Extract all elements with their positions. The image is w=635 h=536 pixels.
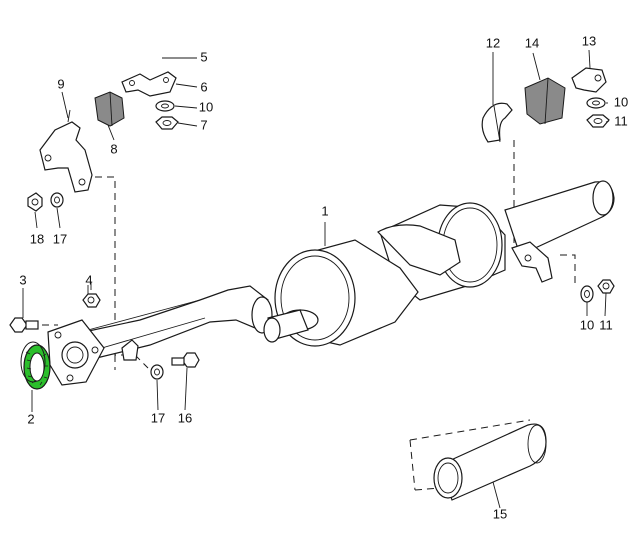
washer-part-17-upper (50, 192, 64, 208)
washer-part-10-right-lower (580, 285, 594, 303)
clamp-plate-part-6 (121, 71, 177, 97)
callout-3: 3 (19, 272, 26, 287)
callout-12: 12 (486, 35, 500, 50)
u-bolt-part-5 (128, 26, 162, 75)
nut-part-11-top (586, 114, 610, 128)
muffler-hanger-bracket (511, 241, 553, 283)
callout-18: 18 (30, 231, 44, 246)
callout-labels: 1 2 3 4 5 6 7 8 9 10 10 10 11 11 12 13 1… (19, 33, 628, 521)
callout-5: 5 (200, 49, 207, 64)
rubber-mount-part-8 (94, 91, 125, 127)
tail-pipe-part-15 (433, 423, 547, 501)
callout-10-right-lower: 10 (580, 317, 594, 332)
clamp-plate-part-13 (571, 67, 607, 93)
callout-7: 7 (200, 117, 207, 132)
callout-17-upper: 17 (53, 231, 67, 246)
callout-11-lower: 11 (599, 317, 613, 332)
callout-leader-lines (22, 49, 610, 509)
gasket-ring-part-2 (20, 341, 51, 390)
bolt-part-3 (9, 317, 39, 333)
muffler-part-1 (263, 180, 615, 347)
clamp-half-part-12 (481, 102, 513, 143)
washer-part-10-left (155, 100, 175, 112)
callout-1: 1 (321, 203, 328, 218)
callout-8: 8 (110, 141, 117, 156)
callout-10-left: 10 (199, 99, 213, 114)
nut-part-7 (155, 116, 179, 130)
callout-4: 4 (85, 272, 92, 287)
bolt-part-16 (171, 352, 200, 368)
callout-16: 16 (178, 410, 192, 425)
washer-part-10-right-top (586, 97, 606, 109)
callout-11-top: 11 (614, 113, 628, 128)
callout-10-right-top: 10 (614, 94, 628, 109)
callout-13: 13 (582, 33, 596, 48)
exhaust-flange (47, 319, 105, 386)
rubber-mount-part-14 (524, 77, 566, 125)
pipe-hanger-bracket (121, 339, 139, 361)
washer-part-17-lower (150, 364, 164, 380)
callout-2: 2 (27, 411, 34, 426)
callout-15: 15 (493, 506, 507, 521)
callout-14: 14 (525, 35, 539, 50)
callout-6: 6 (200, 79, 207, 94)
nut-part-11-lower (597, 279, 615, 294)
bracket-part-9 (39, 109, 93, 193)
nut-part-18 (27, 192, 43, 212)
callout-9: 9 (57, 76, 64, 91)
callout-17-lower: 17 (151, 410, 165, 425)
